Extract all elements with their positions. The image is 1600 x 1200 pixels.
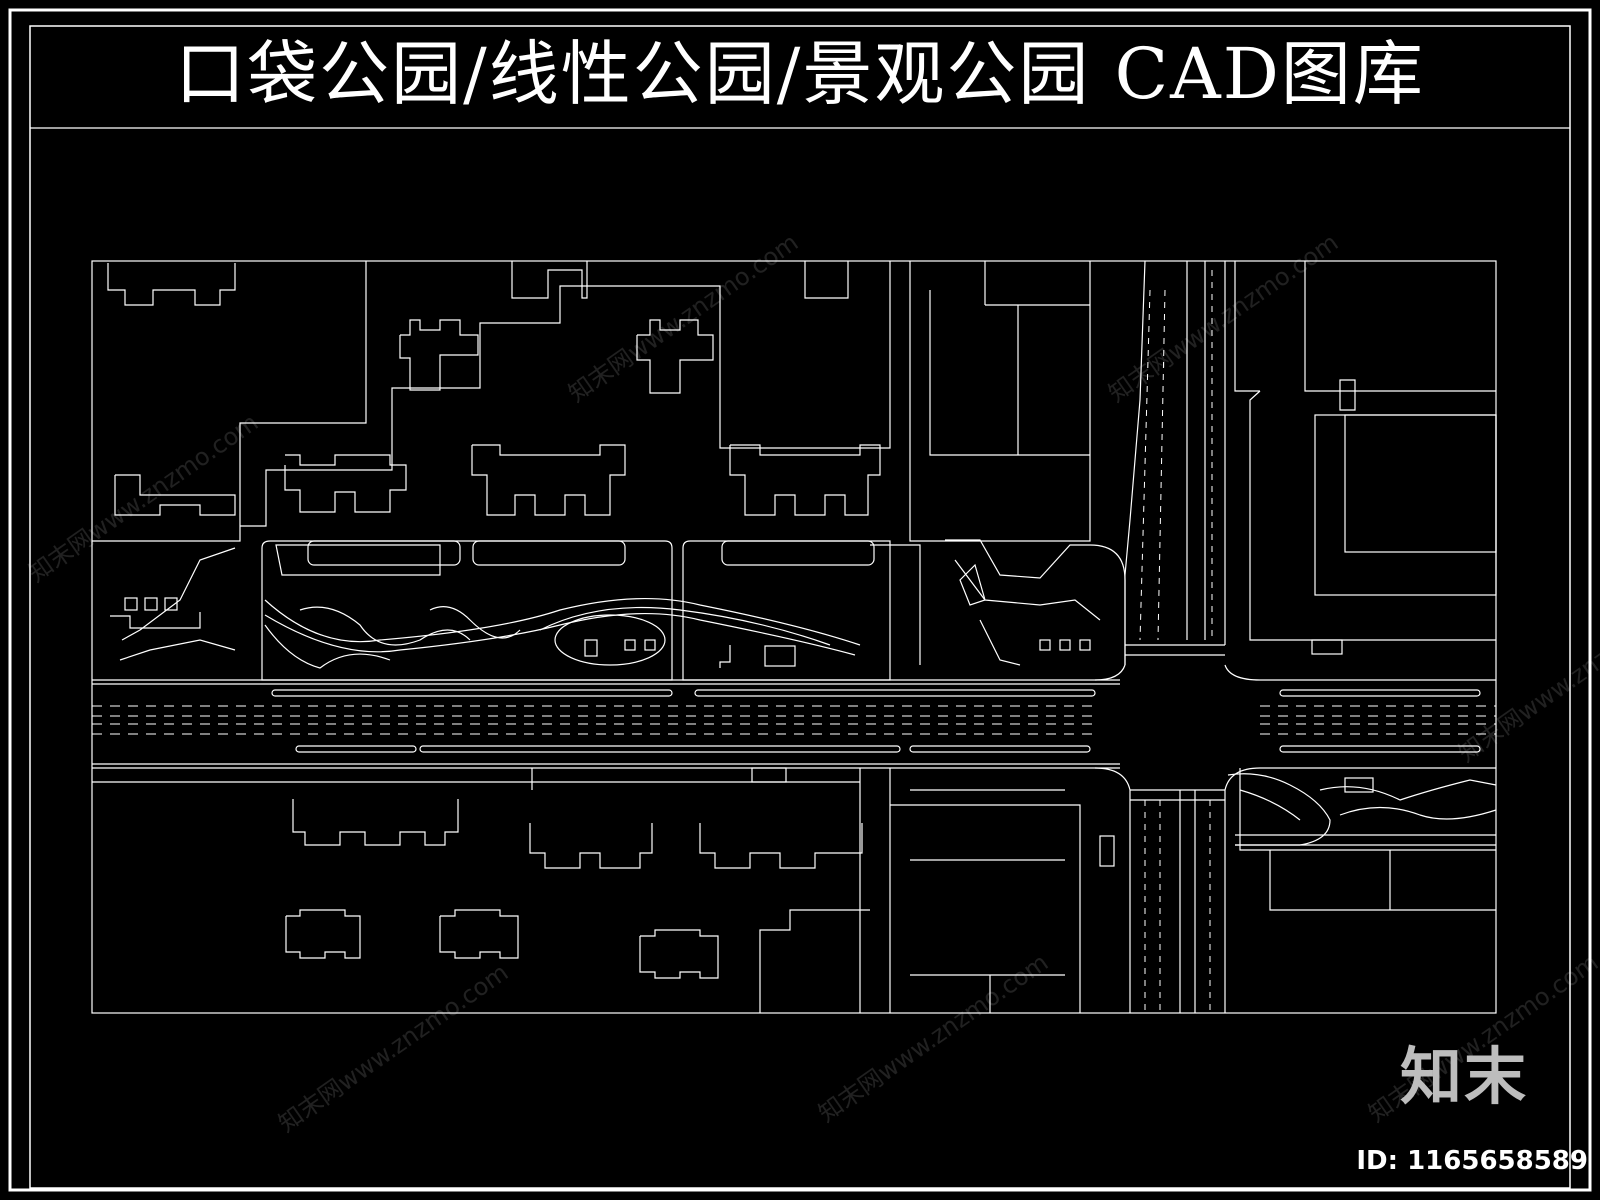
site-boundary — [91, 260, 1497, 1014]
cross-road — [1094, 260, 1356, 1013]
outer-frame — [8, 8, 1592, 1192]
pocket-park-west — [110, 547, 236, 661]
lane-line — [1139, 289, 1151, 641]
building-footprints — [107, 261, 881, 979]
linear-park — [261, 539, 1126, 681]
page-title: 口袋公园/线性公园/景观公园 CAD图库 — [175, 32, 1425, 115]
pocket-park-east — [1227, 773, 1497, 846]
north-plots — [92, 261, 1497, 641]
main-road — [92, 679, 1496, 783]
lane-line — [1157, 289, 1166, 641]
south-plots — [531, 768, 1496, 1013]
brand-logo: 知末 — [1399, 1040, 1528, 1113]
inner-frame — [29, 25, 1571, 1189]
resource-id: ID: 1165658589 — [1356, 1146, 1588, 1176]
